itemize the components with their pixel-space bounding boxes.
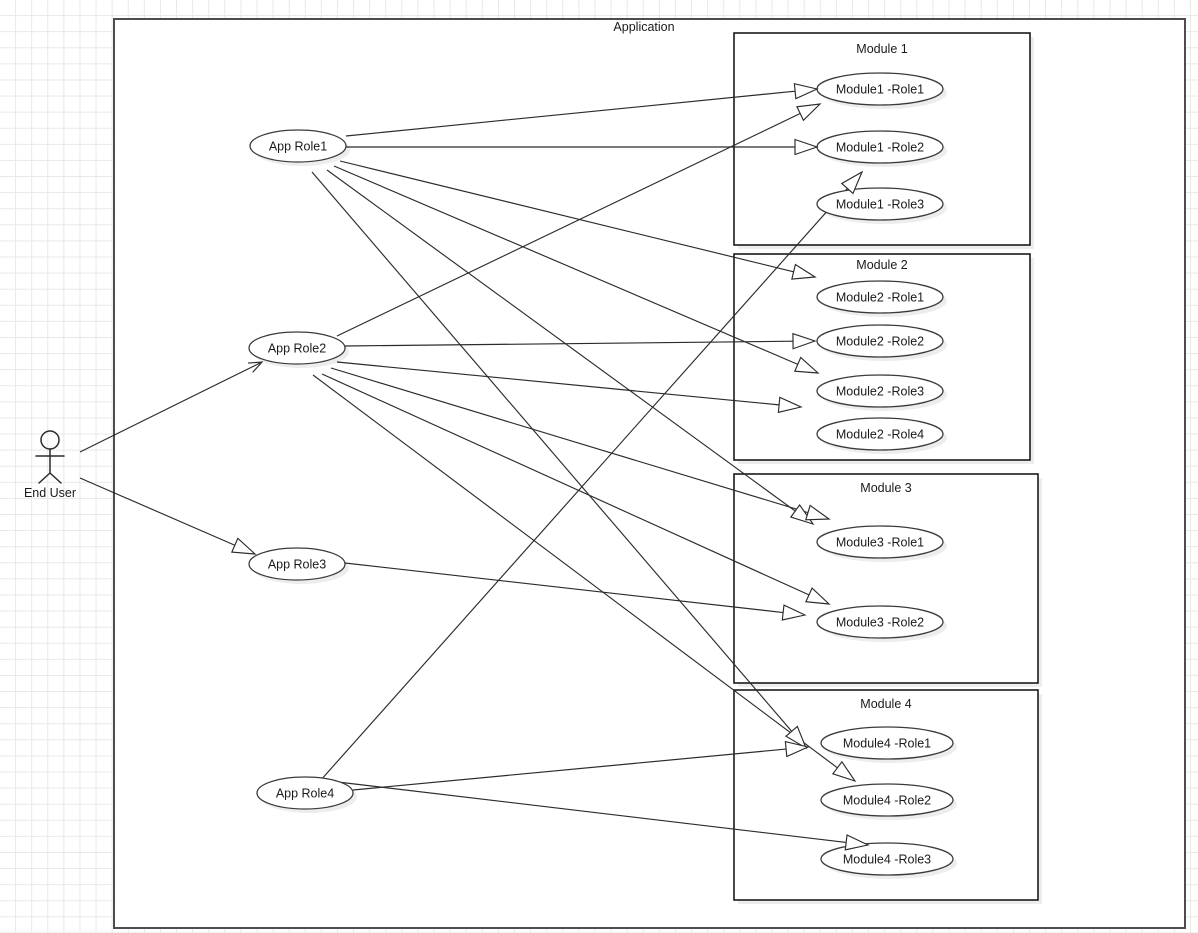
- edge-0-arrowhead-icon: [247, 361, 264, 373]
- m1r3-label: Module1 -Role3: [836, 197, 924, 211]
- app-role-3-ellipse[interactable]: [248, 547, 346, 581]
- m4r3-ellipse[interactable]: [820, 842, 954, 876]
- app-role-4-label: App Role4: [276, 786, 334, 800]
- app-role-1-ellipse[interactable]: [249, 129, 347, 163]
- m1r2-label: Module1 -Role2: [836, 140, 924, 154]
- m2r4-ellipse[interactable]: [816, 417, 944, 451]
- use-case-m3r2[interactable]: Module3 -Role2: [816, 605, 947, 642]
- edge-2-arrowhead-icon: [793, 82, 819, 100]
- edge-7-arrowhead-icon: [785, 725, 808, 750]
- use-case-m4r3[interactable]: Module4 -Role3: [820, 842, 957, 879]
- use-case-m4r1[interactable]: Module4 -Role1: [820, 726, 957, 763]
- edge-12-line[interactable]: [321, 373, 810, 596]
- app-role-4[interactable]: App Role4: [256, 776, 357, 813]
- module-container-module1[interactable]: Module 1: [733, 32, 1034, 249]
- use-case-m2r4[interactable]: Module2 -Role4: [816, 417, 947, 454]
- edge-10-line[interactable]: [336, 361, 780, 406]
- m4r3-label: Module4 -Role3: [843, 852, 931, 866]
- edge-4-line[interactable]: [339, 160, 794, 273]
- m4r1-label: Module4 -Role1: [843, 736, 931, 750]
- app-role-3[interactable]: App Role3: [248, 547, 349, 584]
- use-case-m2r2[interactable]: Module2 -Role2: [816, 324, 947, 361]
- app-role-2-label: App Role2: [268, 341, 326, 355]
- edge-16-arrowhead-icon: [784, 740, 810, 758]
- module4-label: Module 4: [860, 697, 911, 711]
- edge-2-line[interactable]: [345, 90, 796, 137]
- m2r4-label: Module2 -Role4: [836, 427, 924, 441]
- m3r1-label: Module3 -Role1: [836, 535, 924, 549]
- use-case-m1r1[interactable]: Module1 -Role1: [816, 72, 947, 109]
- app-role-2-ellipse[interactable]: [248, 331, 346, 365]
- m2r2-label: Module2 -Role2: [836, 334, 924, 348]
- m1r1-label: Module1 -Role1: [836, 82, 924, 96]
- actor-right-leg-icon: [49, 472, 62, 484]
- edge-14-line[interactable]: [344, 562, 784, 614]
- m2r2-ellipse[interactable]: [816, 324, 944, 358]
- edge-9-arrowhead-icon: [792, 332, 817, 350]
- edge-4-arrowhead-icon: [791, 263, 817, 280]
- edge-11-line[interactable]: [330, 367, 809, 514]
- app-role-nodes: App Role1 App Role2 App Role3 App Role4: [248, 129, 357, 813]
- edge-8-line[interactable]: [336, 113, 801, 337]
- m1r3-ellipse[interactable]: [816, 187, 944, 221]
- edge-15-arrowhead-icon: [840, 170, 864, 195]
- edge-6-line[interactable]: [326, 169, 796, 512]
- edge-13-line[interactable]: [312, 374, 838, 769]
- app-role-4-ellipse[interactable]: [256, 776, 354, 810]
- edge-0-line[interactable]: [79, 361, 263, 453]
- connection-arrowheads: [230, 82, 870, 851]
- module1-label: Module 1: [856, 42, 907, 56]
- app-role-3-label: App Role3: [268, 557, 326, 571]
- module2-label: Module 2: [856, 258, 907, 272]
- edge-3-arrowhead-icon: [794, 138, 819, 156]
- m2r1-ellipse[interactable]: [816, 280, 944, 314]
- edge-11-arrowhead-icon: [804, 504, 831, 521]
- use-case-m2r1[interactable]: Module2 -Role1: [816, 280, 947, 317]
- actor-end-user[interactable]: End User: [24, 430, 76, 500]
- use-case-m1r3[interactable]: Module1 -Role3: [816, 187, 947, 224]
- m3r2-ellipse[interactable]: [816, 605, 944, 639]
- m3r1-ellipse[interactable]: [816, 525, 944, 559]
- edge-1-arrowhead-icon: [230, 537, 257, 555]
- m2r3-ellipse[interactable]: [816, 374, 944, 408]
- actor-label: End User: [24, 486, 76, 500]
- app-role-1-label: App Role1: [269, 139, 327, 153]
- m4r2-ellipse[interactable]: [820, 783, 954, 817]
- edge-9-line[interactable]: [344, 340, 794, 347]
- edge-13-arrowhead-icon: [831, 760, 857, 783]
- m4r2-label: Module4 -Role2: [843, 793, 931, 807]
- module3-rect[interactable]: [733, 473, 1039, 684]
- module-container-module3[interactable]: Module 3: [733, 473, 1042, 687]
- m4r1-ellipse[interactable]: [820, 726, 954, 760]
- edge-16-line[interactable]: [352, 748, 787, 791]
- edge-12-arrowhead-icon: [805, 587, 831, 605]
- use-case-m2r3[interactable]: Module2 -Role3: [816, 374, 947, 411]
- connection-lines: [79, 90, 848, 843]
- edge-17-line[interactable]: [320, 779, 847, 843]
- edge-7-line[interactable]: [311, 171, 793, 732]
- application-boundary-label: Application: [613, 20, 674, 34]
- edge-5-arrowhead-icon: [793, 356, 820, 374]
- use-case-m1r2[interactable]: Module1 -Role2: [816, 130, 947, 167]
- app-role-1[interactable]: App Role1: [249, 129, 350, 166]
- use-case-m3r1[interactable]: Module3 -Role1: [816, 525, 947, 562]
- actor-head-icon: [40, 430, 60, 450]
- edge-17-arrowhead-icon: [844, 834, 870, 851]
- app-role-2[interactable]: App Role2: [248, 331, 349, 368]
- edge-15-line[interactable]: [319, 188, 848, 782]
- m2r3-label: Module2 -Role3: [836, 384, 924, 398]
- m3r2-label: Module3 -Role2: [836, 615, 924, 629]
- m2r1-label: Module2 -Role1: [836, 290, 924, 304]
- actor-left-leg-icon: [38, 472, 51, 484]
- edge-1-line[interactable]: [79, 477, 236, 546]
- edge-8-arrowhead-icon: [796, 103, 822, 122]
- edge-10-arrowhead-icon: [777, 396, 803, 414]
- module3-label: Module 3: [860, 481, 911, 495]
- use-case-m4r2[interactable]: Module4 -Role2: [820, 783, 957, 820]
- edge-14-arrowhead-icon: [781, 604, 807, 621]
